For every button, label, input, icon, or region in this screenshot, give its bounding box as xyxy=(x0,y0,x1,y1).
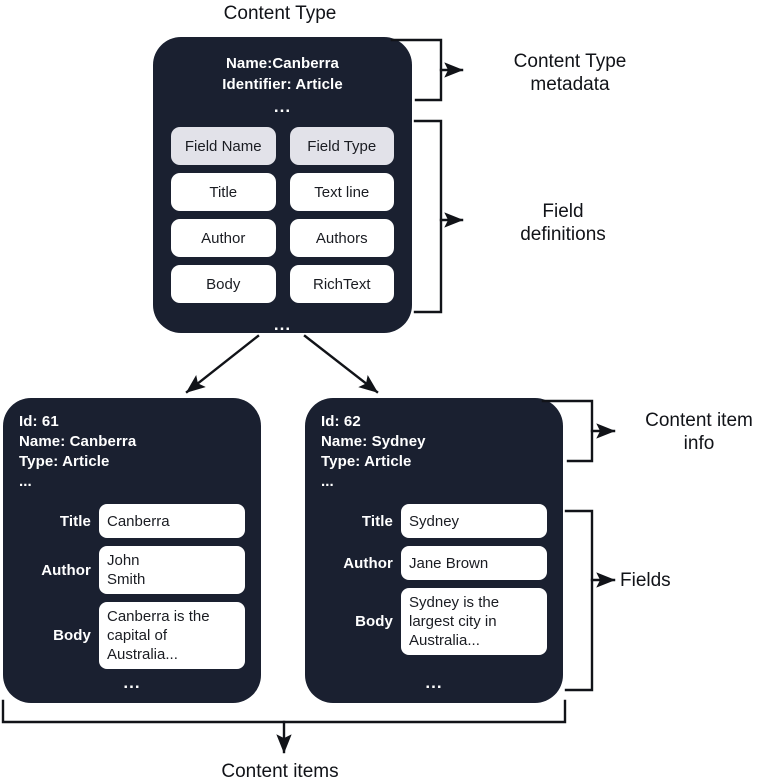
field-label: Title xyxy=(361,512,393,530)
field-value: John Smith xyxy=(99,546,245,594)
annotation-content-type-metadata: Content Type metadata xyxy=(513,51,627,95)
field-value: Canberra is the capital of Australia... xyxy=(99,602,245,669)
content-type-name: Name:Canberra xyxy=(225,55,339,72)
content-type-identifier: Identifier: Article xyxy=(222,76,343,93)
field-definitions-ellipsis: ... xyxy=(273,315,292,334)
field-definition-type: Authors xyxy=(289,219,394,257)
content-item-field-title: Title Sydney xyxy=(321,504,547,538)
bracket-field-definitions xyxy=(413,119,443,314)
field-label: Author xyxy=(41,561,91,579)
field-value: Canberra xyxy=(99,504,245,538)
content-type-meta-ellipsis: ... xyxy=(273,97,292,116)
field-label: Author xyxy=(343,554,393,572)
column-header-field-name: Field Name xyxy=(171,127,276,165)
content-item-fields: Title Sydney Author Jane Brown Body Sydn… xyxy=(321,504,547,655)
content-item-type: Type: Article xyxy=(19,453,110,470)
content-item-id: Id: 62 xyxy=(321,413,361,430)
field-definition-row: Title Text line xyxy=(171,173,394,211)
column-header-field-type: Field Type xyxy=(289,127,394,165)
content-item-bottom-ellipsis: ... xyxy=(425,673,443,692)
content-item-card-62: Id: 62 Name: Sydney Type: Article ... Ti… xyxy=(305,398,563,703)
content-item-field-author: Author Jane Brown xyxy=(321,546,547,580)
content-item-field-body: Body Canberra is the capital of Australi… xyxy=(19,602,245,669)
field-definitions-grid: Field Name Field Type Title Text line Au… xyxy=(171,127,394,334)
annotation-content-item-info: Content item info xyxy=(645,410,753,454)
field-value: Sydney xyxy=(401,504,547,538)
page-title-content-type: Content Type xyxy=(223,3,337,24)
content-item-fields: Title Canberra Author John Smith Body Ca… xyxy=(19,504,245,669)
field-label: Title xyxy=(59,512,91,530)
field-definition-row: Author Authors xyxy=(171,219,394,257)
field-value: Sydney is the largest city in Australia.… xyxy=(401,588,547,655)
field-value: Jane Brown xyxy=(401,546,547,580)
field-definition-row: Body RichText xyxy=(171,265,394,303)
content-type-card: Name:Canberra Identifier: Article ... Fi… xyxy=(153,37,412,333)
annotation-field-definitions: Field definitions xyxy=(520,201,606,245)
content-item-type: Type: Article xyxy=(321,453,412,470)
content-item-info-ellipsis: ... xyxy=(321,473,334,490)
annotation-fields: Fields xyxy=(620,570,671,591)
content-item-name: Name: Sydney xyxy=(321,433,426,450)
arrow-to-content-item-61 xyxy=(185,334,260,394)
field-definition-name: Title xyxy=(171,173,276,211)
content-item-bottom-ellipsis: ... xyxy=(123,673,141,692)
content-item-field-author: Author John Smith xyxy=(19,546,245,594)
field-definition-name: Author xyxy=(171,219,276,257)
content-item-card-61: Id: 61 Name: Canberra Type: Article ... … xyxy=(3,398,261,703)
field-definition-type: Text line xyxy=(289,173,394,211)
bracket-content-items xyxy=(1,699,567,724)
content-item-field-title: Title Canberra xyxy=(19,504,245,538)
field-definitions-header-row: Field Name Field Type xyxy=(171,127,394,165)
bracket-fields xyxy=(564,509,594,692)
field-label: Body xyxy=(355,613,393,630)
content-item-name: Name: Canberra xyxy=(19,433,137,450)
content-item-field-body: Body Sydney is the largest city in Austr… xyxy=(321,588,547,655)
page-title-content-items: Content items xyxy=(221,761,339,782)
field-label: Body xyxy=(53,627,91,644)
arrow-to-content-item-62 xyxy=(303,334,379,394)
content-item-info-ellipsis: ... xyxy=(19,473,32,490)
field-definition-name: Body xyxy=(171,265,276,303)
content-item-id: Id: 61 xyxy=(19,413,59,430)
field-definition-type: RichText xyxy=(289,265,394,303)
